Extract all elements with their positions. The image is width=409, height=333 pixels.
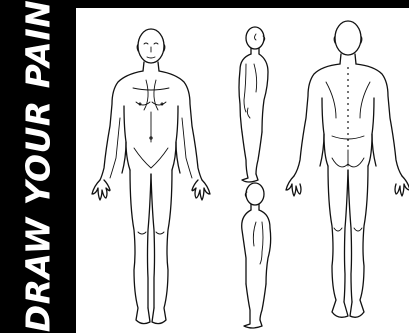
page-title: DRAW YOUR PAIN bbox=[19, 0, 58, 332]
front-view-figure[interactable] bbox=[92, 29, 210, 324]
body-canvas[interactable] bbox=[76, 0, 409, 333]
body-outline-drawing[interactable] bbox=[76, 8, 409, 333]
right-side-view-figure[interactable] bbox=[239, 27, 268, 182]
spine-markers bbox=[347, 67, 349, 147]
title-sidebar: DRAW YOUR PAIN bbox=[0, 0, 76, 333]
left-side-view-figure[interactable] bbox=[242, 183, 271, 328]
back-view-figure[interactable] bbox=[286, 21, 409, 317]
